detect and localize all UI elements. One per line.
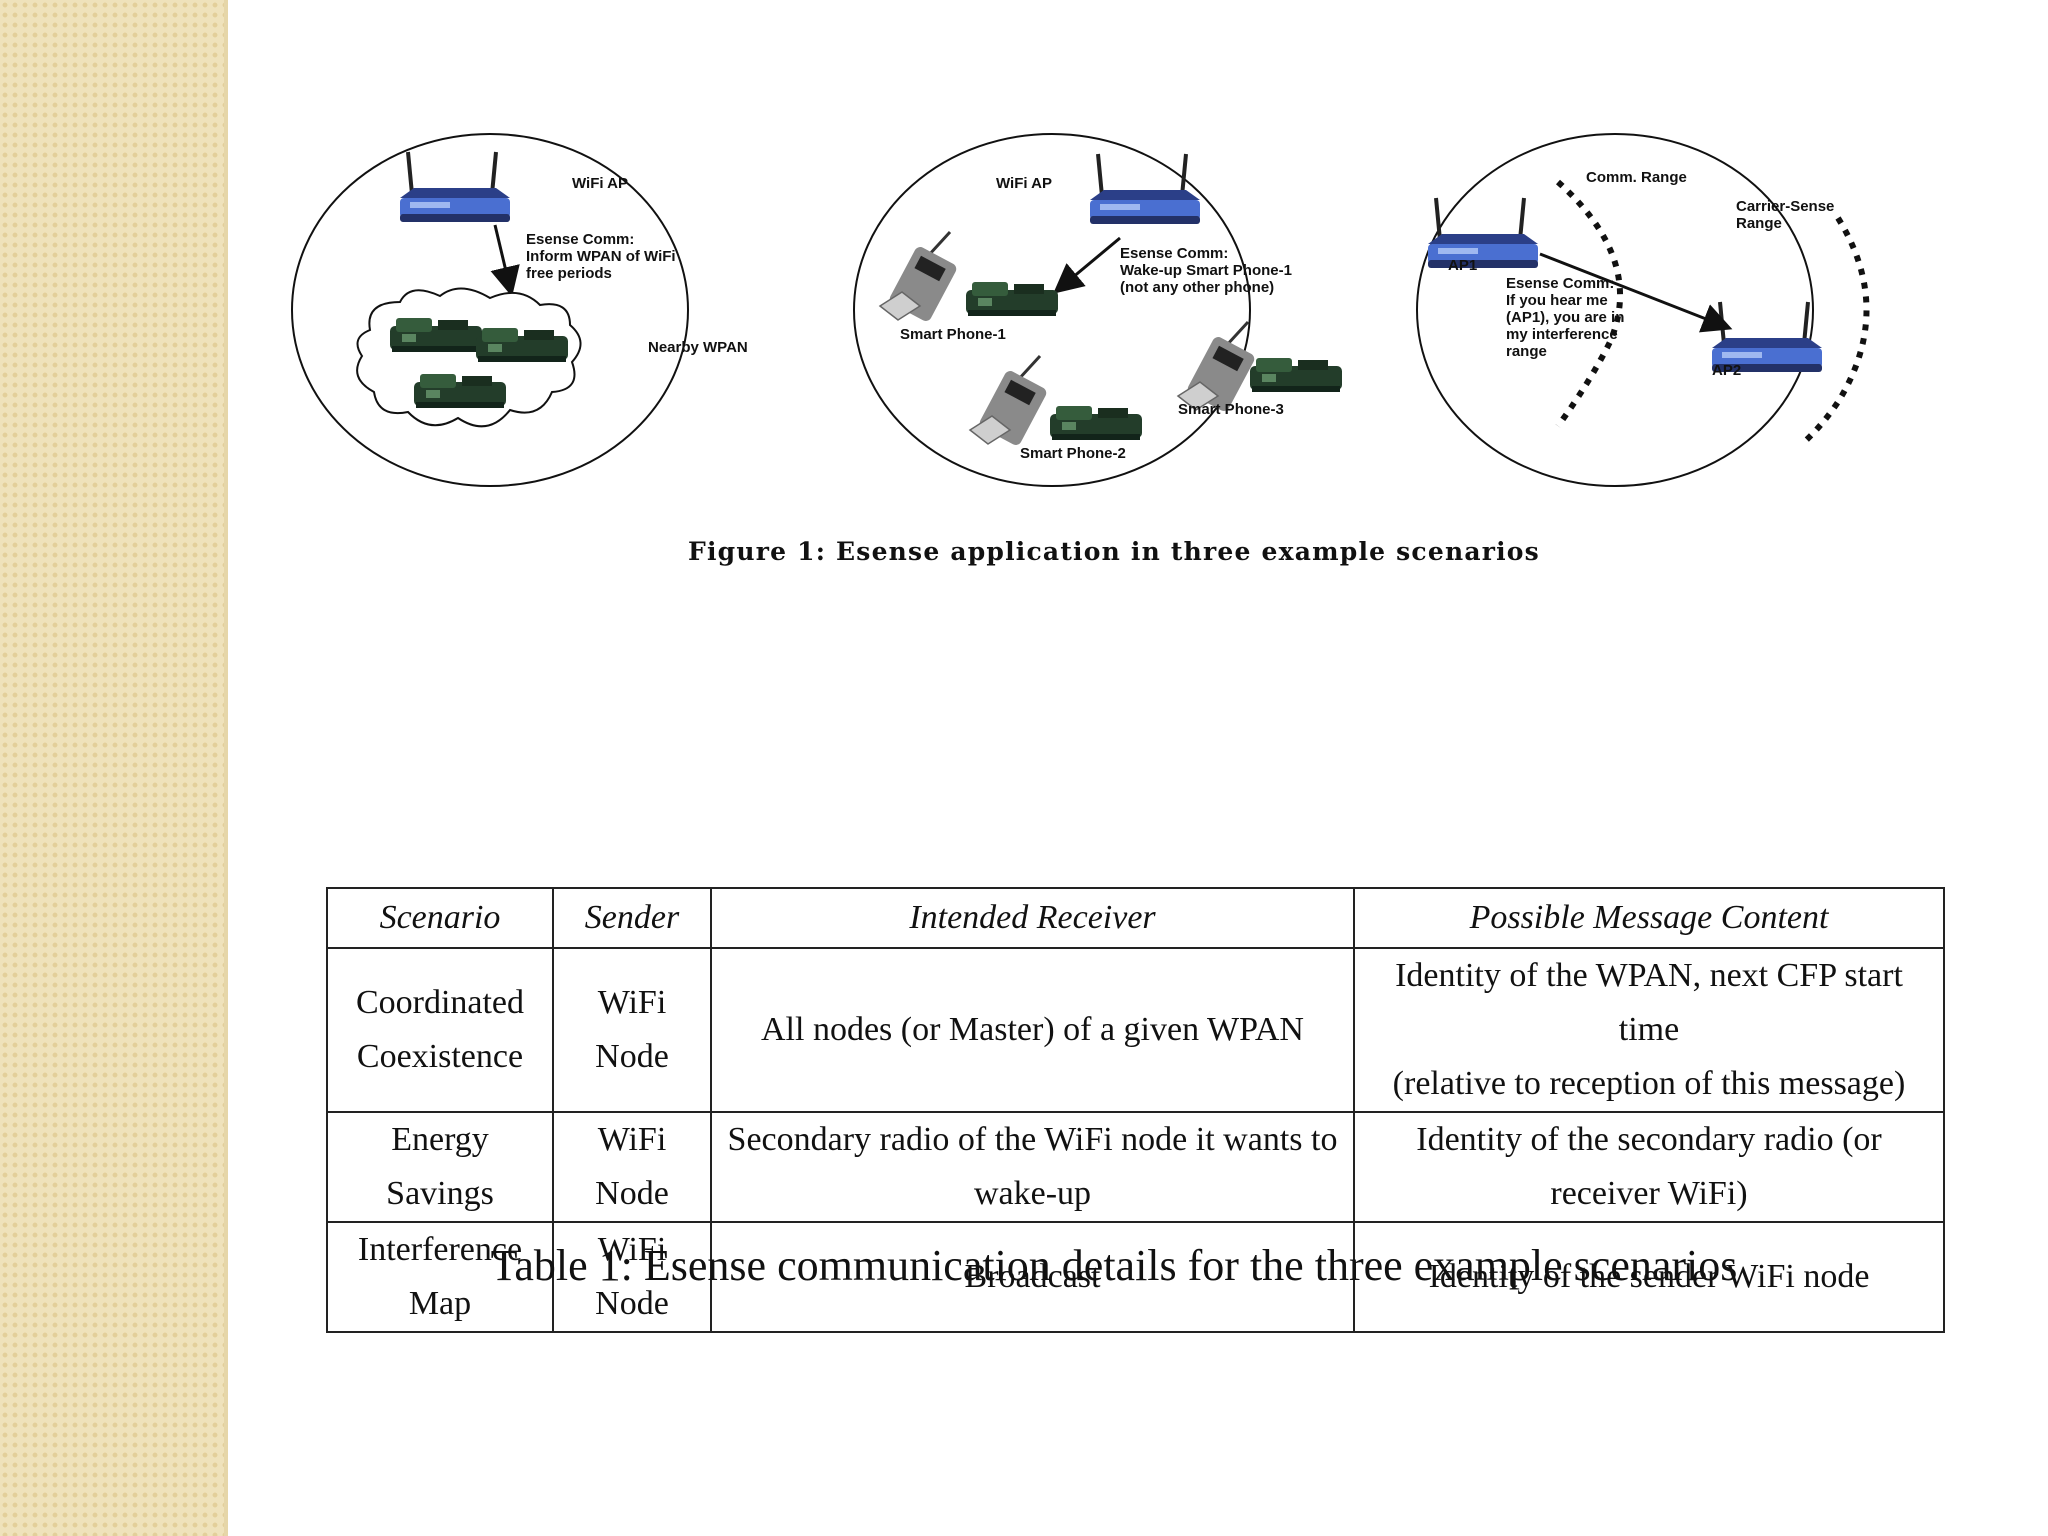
cell-scenario: Interference Map (326, 1221, 554, 1333)
scenario2-ap-label: WiFi AP (996, 175, 1052, 192)
figure-1-diagram: WiFi AP Esense Comm: Inform WPAN of WiFi… (291, 133, 1870, 487)
scenario-2-panel: WiFi AP Esense Comm: Wake-up Smart Phone… (853, 133, 1342, 487)
side-strip-edge (224, 0, 228, 1536)
secondary-radio-icon (1250, 358, 1342, 392)
scenario2-comm-text: Esense Comm: Wake-up Smart Phone-1 (not … (1120, 245, 1296, 296)
table-container: Scenario Sender Intended Receiver Possib… (326, 887, 1945, 1333)
ap2-label: AP2 (1712, 362, 1741, 379)
smart-phone-2-label: Smart Phone-2 (1020, 445, 1126, 462)
esense-comm-arrow (1053, 236, 1121, 294)
esense-comm-arrow (1539, 252, 1733, 333)
cell-receiver: All nodes (or Master) of a given WPAN (710, 947, 1355, 1113)
carrier-sense-boundary (1799, 216, 1870, 447)
scenario1-ap-label: WiFi AP (572, 175, 628, 192)
header-sender: Sender (552, 887, 712, 949)
scenario-1-panel: WiFi AP Esense Comm: Inform WPAN of WiFi… (291, 133, 748, 487)
cell-content: Identity of the secondary radio (or rece… (1353, 1111, 1945, 1223)
table-row: Interference Map WiFi Node Broadcast Ide… (326, 1221, 1945, 1333)
cell-content: Identity of the WPAN, next CFP start tim… (1353, 947, 1945, 1113)
scenario1-comm-text: Esense Comm: Inform WPAN of WiFi free pe… (526, 231, 680, 282)
scenario3-comm-text: Esense Comm: If you hear me (AP1), you a… (1506, 275, 1629, 360)
comm-range-boundary (1555, 179, 1624, 428)
figure-caption: Figure 1: Esense application in three ex… (688, 537, 1540, 566)
cell-content: Identity of the sender WiFi node (1353, 1221, 1945, 1333)
cell-sender: WiFi Node (552, 1111, 712, 1223)
ap1-label: AP1 (1448, 257, 1477, 274)
comm-range-label: Comm. Range (1586, 169, 1687, 186)
smart-phone-3-label: Smart Phone-3 (1178, 401, 1284, 418)
cell-scenario: Energy Savings (326, 1111, 554, 1223)
scenario-3-panel: AP1 AP2 Comm. Range Carrier-Sense Range … (1416, 133, 1870, 487)
decorative-side-strip (0, 0, 228, 1536)
table-caption: Table 1: Esense communication details fo… (490, 1241, 1738, 1290)
header-message-content: Possible Message Content (1353, 887, 1945, 949)
esense-details-table: Scenario Sender Intended Receiver Possib… (326, 887, 1945, 1333)
cell-sender: WiFi Node (552, 1221, 712, 1333)
cell-sender: WiFi Node (552, 947, 712, 1113)
header-scenario: Scenario (326, 887, 554, 949)
table-row: Energy Savings WiFi Node Secondary radio… (326, 1111, 1945, 1223)
header-intended-receiver: Intended Receiver (710, 887, 1355, 949)
cell-receiver: Secondary radio of the WiFi node it want… (710, 1111, 1355, 1223)
cell-receiver: Broadcast (710, 1221, 1355, 1333)
esense-comm-arrow (490, 224, 520, 297)
smart-phone-1-label: Smart Phone-1 (900, 326, 1006, 343)
table-header-row: Scenario Sender Intended Receiver Possib… (326, 887, 1945, 949)
nearby-wpan-label: Nearby WPAN (648, 339, 748, 356)
carrier-sense-label: Carrier-Sense Range (1736, 198, 1839, 232)
